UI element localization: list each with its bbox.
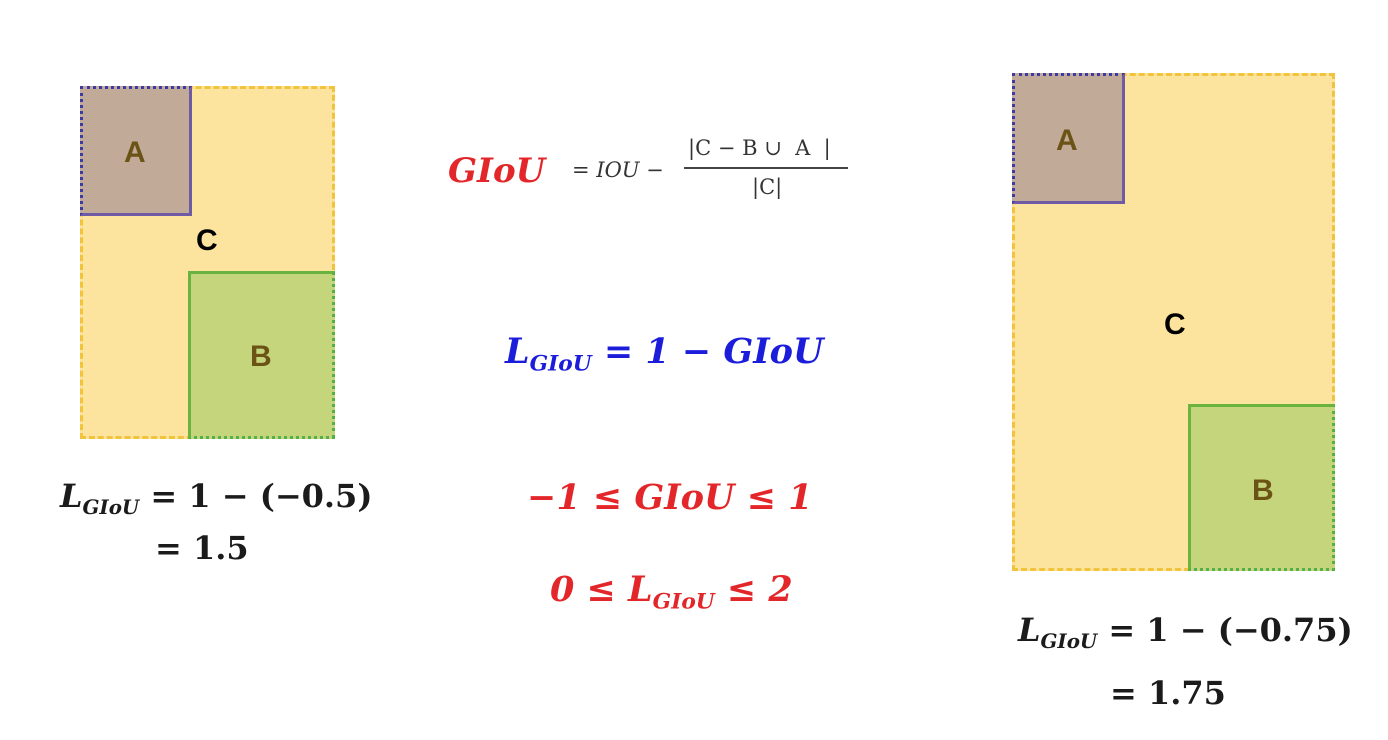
formula-denominator: |C|	[752, 175, 783, 199]
loss-range-prefix: 0 ≤ L	[550, 569, 653, 610]
left-loss-line1: LGIoU = 1 − (−0.5)	[60, 477, 373, 519]
fraction-bar	[684, 167, 848, 169]
loss-definition: LGIoU = 1 − GIoU	[505, 331, 824, 375]
loss-def-rhs: = 1 − GIoU	[591, 331, 824, 372]
left-label-b: B	[250, 340, 272, 373]
left-box-b	[188, 271, 335, 439]
right-label-b: B	[1252, 474, 1274, 507]
giou-formula: GIoU = IOU − |C − B ∪ A | |C|	[448, 134, 868, 214]
giou-range-text: −1 ≤ GIoU ≤ 1	[527, 477, 813, 518]
loss-range: 0 ≤ LGIoU ≤ 2	[550, 569, 793, 613]
loss-range-subscript: GIoU	[652, 589, 715, 615]
left-loss-value: = 1 − (−0.5)	[139, 477, 373, 515]
right-loss-value: = 1 − (−0.75)	[1097, 611, 1353, 649]
left-loss-subscript: GIoU	[82, 494, 140, 519]
formula-numerator: |C − B ∪ A |	[688, 136, 831, 160]
loss-def-subscript: GIoU	[529, 351, 592, 377]
right-loss-line2: = 1.75	[1110, 674, 1226, 712]
left-box-a	[80, 86, 192, 216]
right-box-a	[1012, 73, 1125, 204]
right-label-a: A	[1056, 124, 1078, 157]
formula-rhs: = IOU −	[572, 158, 664, 182]
loss-def-symbol: L	[505, 331, 530, 372]
left-label-c: C	[196, 224, 218, 257]
left-loss-line2: = 1.5	[155, 529, 249, 567]
right-loss-line1: LGIoU = 1 − (−0.75)	[1018, 611, 1353, 653]
formula-lhs: GIoU	[448, 151, 546, 191]
right-label-c: C	[1164, 308, 1186, 341]
left-label-a: A	[124, 136, 146, 169]
giou-range: −1 ≤ GIoU ≤ 1	[527, 480, 813, 515]
right-box-b	[1188, 404, 1335, 571]
loss-range-suffix: ≤ 2	[714, 569, 793, 610]
right-loss-subscript: GIoU	[1040, 628, 1098, 653]
